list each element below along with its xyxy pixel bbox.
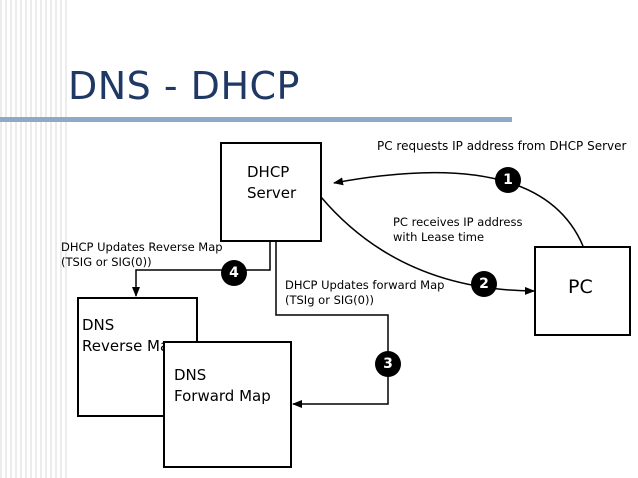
dhcp-server-label: DHCP Server (247, 163, 297, 202)
dhcp-server-box (220, 142, 322, 242)
decorative-stripes (0, 0, 68, 478)
step-3-note: DHCP Updates forward Map (TSIg or SIG(0)… (285, 278, 445, 307)
step-4-note: DHCP Updates Reverse Map (TSIG or SIG(0)… (61, 240, 223, 269)
arrow-dhcp-to-pc (320, 196, 535, 295)
title-underline (0, 117, 512, 122)
arrow-dhcp-to-reverse (132, 242, 271, 297)
step-3-badge: 3 (375, 351, 401, 377)
step-1-badge: 1 (495, 167, 521, 193)
step-4-badge: 4 (221, 260, 247, 286)
dns-forward-map-box (163, 341, 292, 468)
slide-title: DNS - DHCP (68, 64, 300, 108)
pc-label: PC (568, 276, 593, 298)
pc-box (534, 246, 631, 336)
step-2-badge: 2 (471, 271, 497, 297)
step-1-note: PC requests IP address from DHCP Server (377, 139, 627, 153)
arrow-dhcp-to-forward (275, 242, 389, 408)
step-2-note: PC receives IP address with Lease time (393, 215, 523, 244)
dns-forward-map-label: DNS Forward Map (174, 366, 271, 405)
dns-reverse-map-label: DNS Reverse Map (82, 316, 179, 355)
